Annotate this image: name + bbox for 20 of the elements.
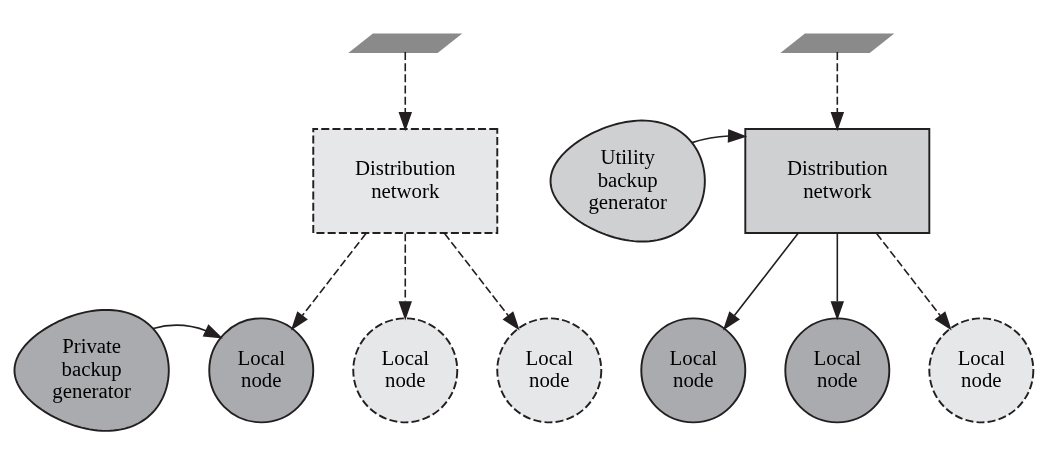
arrow bbox=[443, 232, 520, 330]
node-circle: Local node bbox=[784, 316, 891, 423]
arrow bbox=[691, 128, 748, 143]
node-circle: Local node bbox=[928, 316, 1035, 423]
arrow bbox=[290, 232, 367, 330]
arrow bbox=[830, 50, 845, 131]
node-circle: Local node bbox=[208, 316, 315, 423]
arrow bbox=[722, 232, 799, 330]
node-circle: Local node bbox=[352, 316, 459, 423]
arrow bbox=[398, 232, 412, 320]
node-bar bbox=[348, 32, 463, 53]
arrow bbox=[152, 323, 223, 339]
arrow bbox=[398, 50, 412, 131]
node-circle: Local node bbox=[640, 316, 747, 423]
node-box: Distribution network bbox=[312, 127, 499, 234]
arrow bbox=[875, 232, 952, 330]
node-circle: Local node bbox=[496, 316, 603, 423]
arrow bbox=[830, 232, 845, 320]
node-bar bbox=[780, 32, 895, 53]
node-box: Distribution network bbox=[744, 127, 931, 234]
